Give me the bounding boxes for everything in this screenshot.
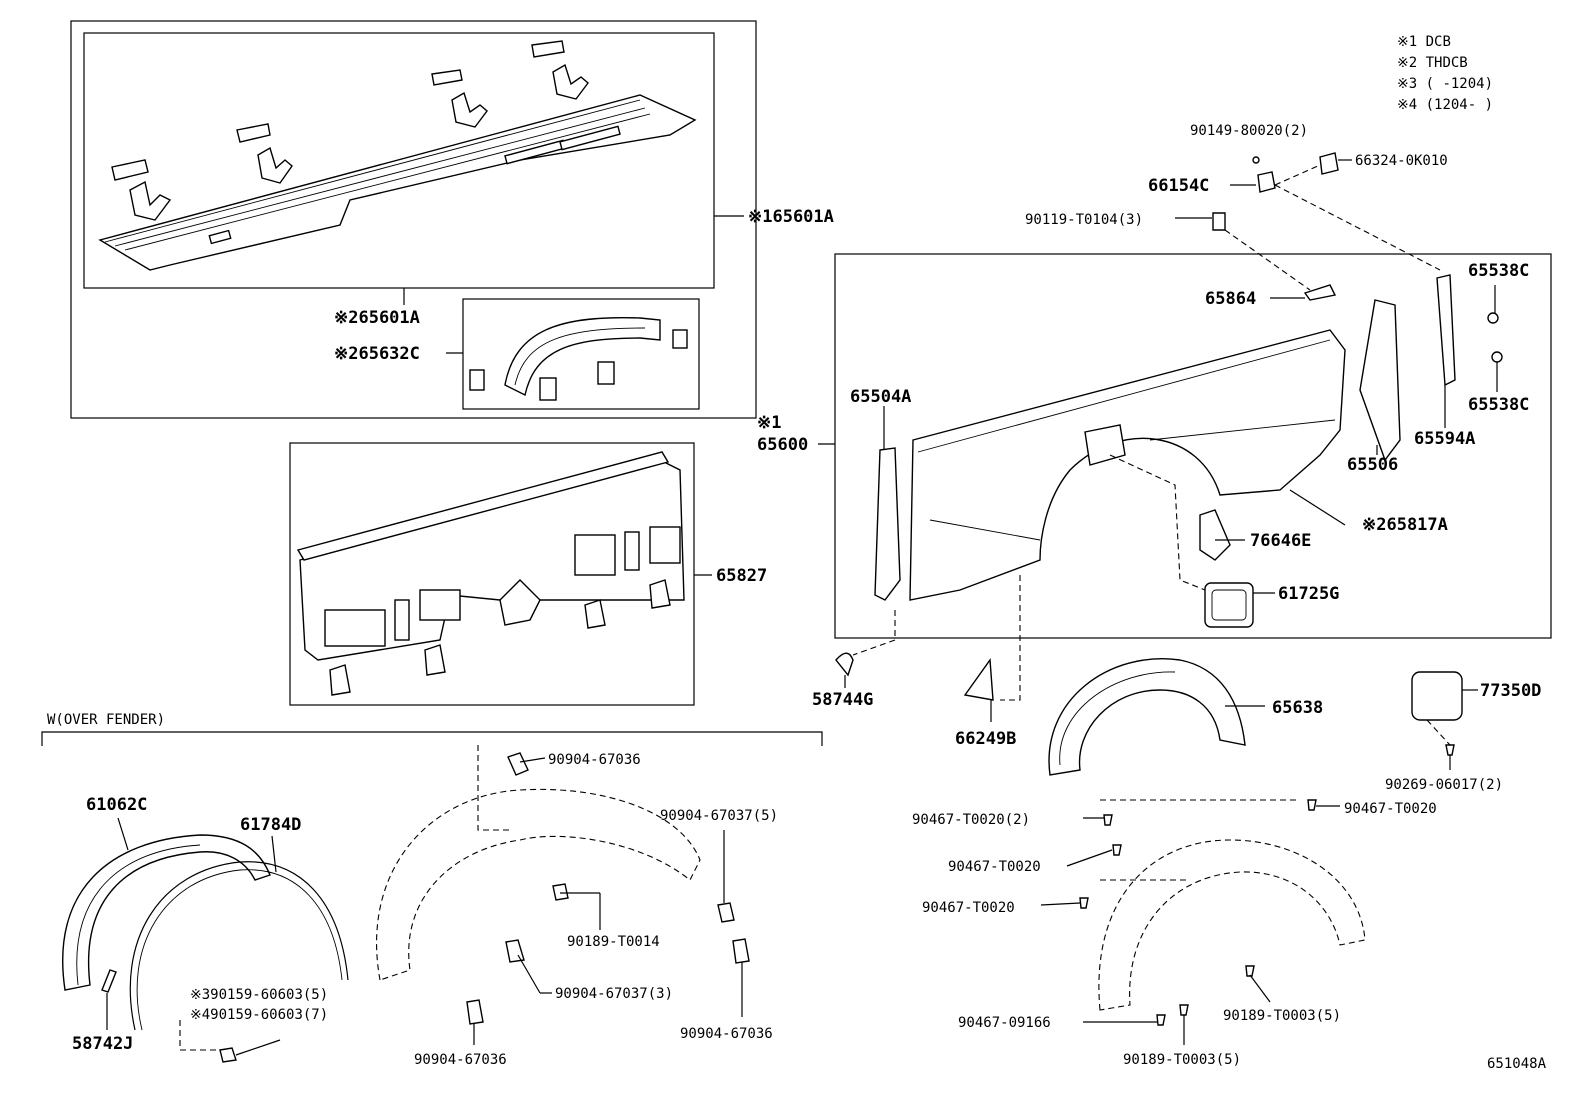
molding-61784D-inner (136, 869, 343, 1031)
label-65817A: ※265817A (1362, 515, 1448, 535)
label-66154C: 66154C (1148, 176, 1209, 196)
floor-panel-drawing (98, 40, 697, 271)
liner-ghost-drawing (1098, 839, 1366, 1011)
liner-65638-drawing (1048, 658, 1246, 776)
label-58742J: 58742J (72, 1034, 133, 1054)
label-90159-60603-5: ※390159-60603(5) (190, 987, 328, 1003)
label-65504A: 65504A (850, 387, 911, 407)
label-90189-T0014: 90189-T0014 (567, 934, 660, 950)
label-65538C-top: 65538C (1468, 261, 1529, 281)
label-90904-67036-right: 90904-67036 (680, 1026, 773, 1042)
label-90467-T0020-mid: 90467-T0020 (948, 859, 1041, 875)
legend-note-2: ※2 THDCB (1397, 55, 1468, 71)
label-76646E: 76646E (1250, 531, 1311, 551)
label-90189-T0003-bottom: 90189-T0003(5) (1123, 1052, 1241, 1068)
box-floor-panel-group (70, 20, 757, 419)
label-66249B: 66249B (955, 729, 1016, 749)
label-65601A-dcb: ※165601A (748, 207, 834, 227)
label-65594A: 65594A (1414, 429, 1475, 449)
label-65506: 65506 (1347, 455, 1398, 475)
box-wheelhouse-inner (462, 298, 700, 410)
label-90269-06017: 90269-06017(2) (1385, 777, 1503, 793)
label-65638: 65638 (1272, 698, 1323, 718)
label-77350D: 77350D (1480, 681, 1541, 701)
molding-61784D-drawing (129, 861, 349, 1031)
label-90904-67036-bottom: 90904-67036 (414, 1052, 507, 1068)
wheelhouse-inner-drawing (469, 316, 688, 401)
legend-note-4: ※4 (1204- ) (1397, 97, 1493, 113)
screw-90269-drawing (1445, 744, 1455, 756)
diagram-id: 651048A (1487, 1056, 1547, 1072)
label-61725G: 61725G (1278, 584, 1339, 604)
label-90159-60603-7: ※490159-60603(7) (190, 1007, 328, 1023)
part-58742J-drawing (101, 969, 117, 993)
legend-note-3: ※3 ( -1204) (1397, 76, 1493, 92)
label-58744G: 58744G (812, 690, 873, 710)
label-90904-67037-5: 90904-67037(5) (660, 808, 778, 824)
box-front-panel (289, 442, 695, 706)
label-over-fender-heading: W(OVER FENDER) (47, 712, 165, 728)
part-66249B-drawing (963, 658, 994, 701)
dashed-connections (179, 164, 1451, 1051)
label-65538C-bottom: 65538C (1468, 395, 1529, 415)
label-90467-09166: 90467-09166 (958, 1015, 1051, 1031)
label-90904-67037-3: 90904-67037(3) (555, 986, 673, 1002)
legend-notes: ※1 DCB ※2 THDCB ※3 ( -1204) ※4 (1204- ) (1397, 34, 1493, 113)
box-side-panel (834, 253, 1552, 639)
label-90189-T0003-right: 90189-T0003(5) (1223, 1008, 1341, 1024)
label-90467-T0020-low: 90467-T0020 (922, 900, 1015, 916)
label-65601A-thdcb: ※265601A (334, 308, 420, 328)
side-panel-drawing (874, 152, 1503, 628)
front-panel-drawing (296, 451, 685, 696)
label-65600: 65600 (757, 435, 808, 455)
legend-note-1: ※1 DCB (1397, 34, 1451, 50)
fender-ghost-drawing (376, 788, 701, 981)
bracket-over-fender (41, 731, 823, 746)
label-90119-T0104: 90119-T0104(3) (1025, 212, 1143, 228)
box-floor-panel-inner (83, 32, 715, 289)
label-90467-T0020-2: 90467-T0020(2) (912, 812, 1030, 828)
cover-77350D-drawing (1411, 671, 1463, 721)
label-65864: 65864 (1205, 289, 1256, 309)
label-90149-80020: 90149-80020(2) (1190, 123, 1308, 139)
fastener-glyphs (219, 752, 1317, 1063)
label-61062C: 61062C (86, 795, 147, 815)
fender-61062C-drawing (62, 834, 271, 991)
label-90904-67036-top: 90904-67036 (548, 752, 641, 768)
label-61784D: 61784D (240, 815, 301, 835)
label-90467-T0020-right: 90467-T0020 (1344, 801, 1437, 817)
leader-lines (106, 159, 1498, 1056)
part-58744G-drawing (835, 652, 854, 677)
label-66324-0K010: 66324-0K010 (1355, 153, 1448, 169)
label-65600-note: ※1 (757, 413, 781, 433)
label-65632C: ※265632C (334, 344, 420, 364)
label-65827: 65827 (716, 566, 767, 586)
